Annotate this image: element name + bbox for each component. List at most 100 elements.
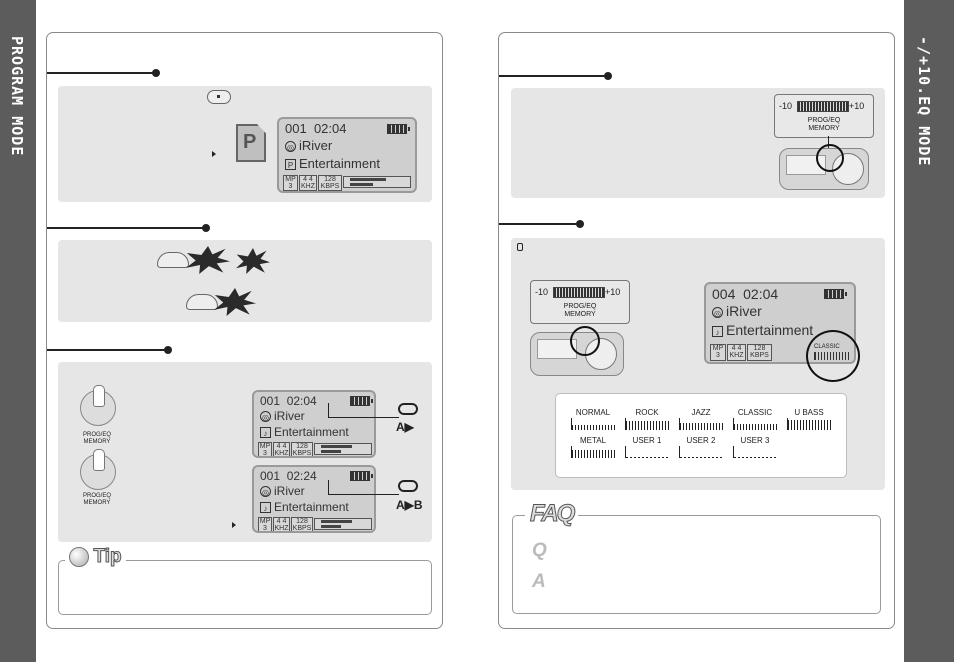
right-sidebar xyxy=(904,0,954,662)
level-bars xyxy=(343,176,411,188)
battery-icon xyxy=(387,124,410,134)
eq-presets-box xyxy=(555,393,847,478)
battery-icon xyxy=(350,471,373,481)
button-press-icon-2 xyxy=(186,294,218,310)
gauge-max: +10 xyxy=(849,101,865,111)
section-2-dot xyxy=(202,224,210,232)
section-2-rule xyxy=(47,227,205,229)
lcd-time: 02:04 xyxy=(313,121,347,136)
tip-box xyxy=(58,560,432,615)
knob-icon-2 xyxy=(80,449,116,490)
brand-icon: ◎ xyxy=(712,306,723,318)
gauge-pointer-line xyxy=(828,136,829,150)
eq-preset-item: CLASSIC xyxy=(733,408,778,430)
hand-icon xyxy=(517,243,523,251)
repeat-b-icon xyxy=(398,480,418,492)
highlight-circle-2 xyxy=(570,326,600,356)
brand-icon: ◎ xyxy=(260,486,271,498)
eq-preset-item: USER 2 xyxy=(679,436,724,458)
gauge-min: -10 xyxy=(779,101,793,111)
right-section-1-rule xyxy=(499,75,607,77)
eq-curve-icon xyxy=(625,418,670,430)
music-note-icon: ♪ xyxy=(260,427,271,439)
eq-preset-item: USER 1 xyxy=(625,436,670,458)
eq-curve-icon xyxy=(787,418,832,430)
level-bars xyxy=(314,443,372,455)
eq-preset-label: USER 1 xyxy=(632,436,662,445)
tip-title: Tip xyxy=(93,546,122,568)
eq-preset-item: NORMAL xyxy=(571,408,616,430)
gauge-scale xyxy=(797,101,849,112)
music-note-icon: ♪ xyxy=(712,325,723,337)
eq-preset-label: USER 3 xyxy=(740,436,770,445)
section-3-dot xyxy=(164,346,172,354)
lcd-brand: iRiver xyxy=(299,138,333,153)
knob-icon-1 xyxy=(80,385,116,426)
section-1-rule xyxy=(47,72,155,74)
section-3-rule xyxy=(47,349,167,351)
section-1-dot xyxy=(152,69,160,77)
eq-preset-label: METAL xyxy=(579,436,607,445)
right-section-1-dot xyxy=(604,72,612,80)
program-p-icon: P xyxy=(236,124,266,162)
left-sidebar xyxy=(0,0,36,662)
eq-curve-icon xyxy=(733,446,778,458)
tip-bulb-icon xyxy=(69,547,89,567)
eq-preset-item: USER 3 xyxy=(733,436,778,458)
eq-preset-label: ROCK xyxy=(635,408,659,417)
eq-curve-icon xyxy=(733,418,778,430)
brand-icon: ◎ xyxy=(260,411,271,423)
prog-button-icon xyxy=(207,90,231,104)
eq-preset-item: METAL xyxy=(571,436,616,458)
eq-curve-icon xyxy=(571,446,616,458)
repeat-callout-line-a xyxy=(328,403,399,418)
arrow-icon xyxy=(212,151,216,157)
right-sidebar-title: -/+10.EQ MODE xyxy=(915,36,933,167)
eq-preset-label: U BASS xyxy=(794,408,824,417)
eq-preset-label: NORMAL xyxy=(575,408,611,417)
battery-icon xyxy=(350,396,373,406)
eq-preset-label: CLASSIC xyxy=(737,408,773,417)
level-bars xyxy=(314,518,372,530)
arrow-icon xyxy=(232,522,236,528)
faq-q-label: Q xyxy=(532,540,547,561)
button-press-icon xyxy=(157,252,189,268)
tip-header: Tip xyxy=(65,546,126,568)
right-section-2-dot xyxy=(576,220,584,228)
repeat-callout-line-b xyxy=(328,480,399,495)
lcd-title: Entertainment xyxy=(299,156,380,171)
right-section-2-rule xyxy=(499,223,579,225)
eq-preset-label: JAZZ xyxy=(691,408,711,417)
repeat-a-icon xyxy=(398,403,418,415)
eq-highlight-circle xyxy=(806,330,860,382)
faq-title: FAQ xyxy=(529,500,575,528)
eq-curve-icon xyxy=(625,446,670,458)
eq-preset-item: ROCK xyxy=(625,408,670,430)
repeat-ab-marker: A▶B xyxy=(396,498,423,512)
eq-curve-icon xyxy=(571,418,616,430)
eq-preset-item: JAZZ xyxy=(679,408,724,430)
program-p-letter: P xyxy=(243,131,257,153)
eq-curve-icon xyxy=(679,418,724,430)
faq-header: FAQ xyxy=(525,500,579,528)
eq-preset-item: U BASS xyxy=(787,408,832,430)
left-sidebar-title: PROGRAM MODE xyxy=(8,36,26,157)
faq-a-label: A xyxy=(532,571,546,592)
eq-preset-label: USER 2 xyxy=(686,436,716,445)
eq-curve-icon xyxy=(679,446,724,458)
brand-icon: ◎ xyxy=(285,141,296,153)
battery-icon xyxy=(824,289,847,299)
repeat-a-marker: A▶ xyxy=(396,420,414,434)
highlight-circle-1 xyxy=(816,144,844,172)
